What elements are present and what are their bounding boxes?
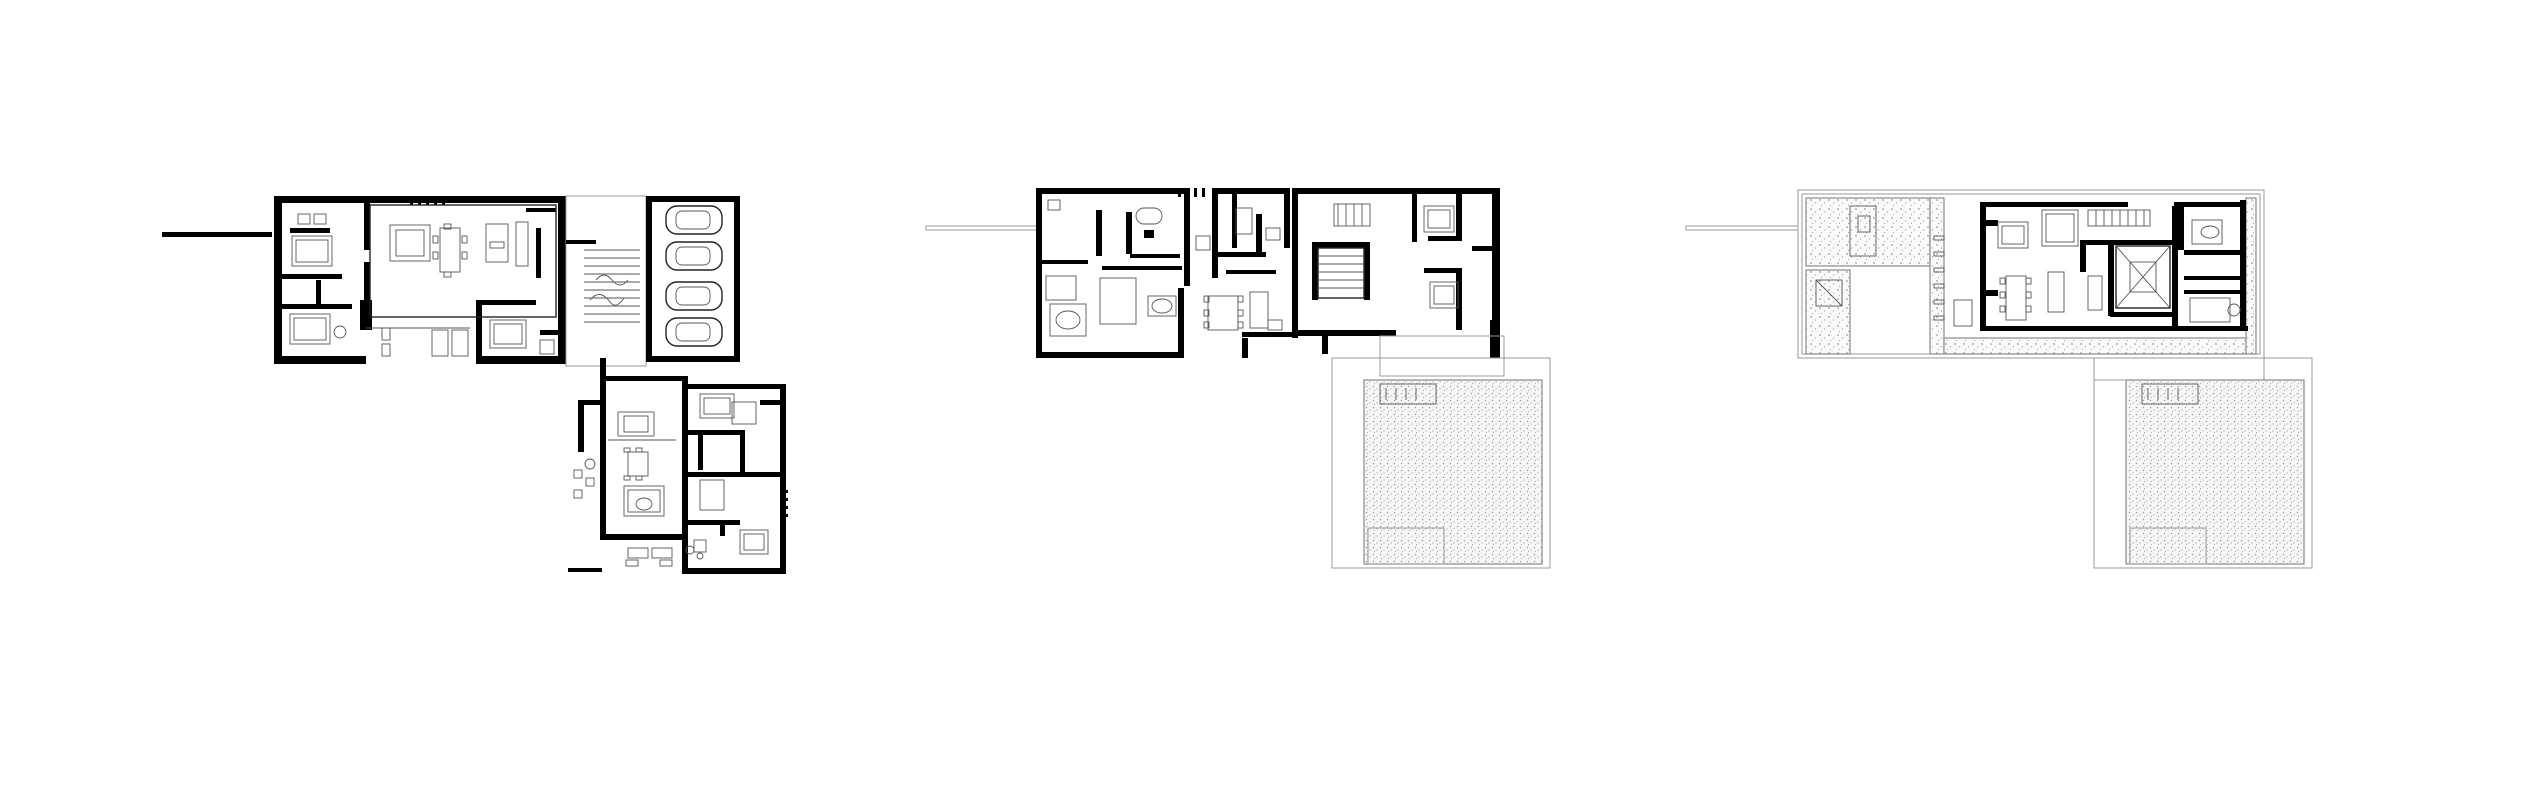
ground-floor-plan	[162, 195, 788, 574]
garage-cars	[665, 205, 723, 347]
first-floor-plan	[925, 188, 1551, 569]
roof-floor-plan	[1685, 189, 2313, 569]
